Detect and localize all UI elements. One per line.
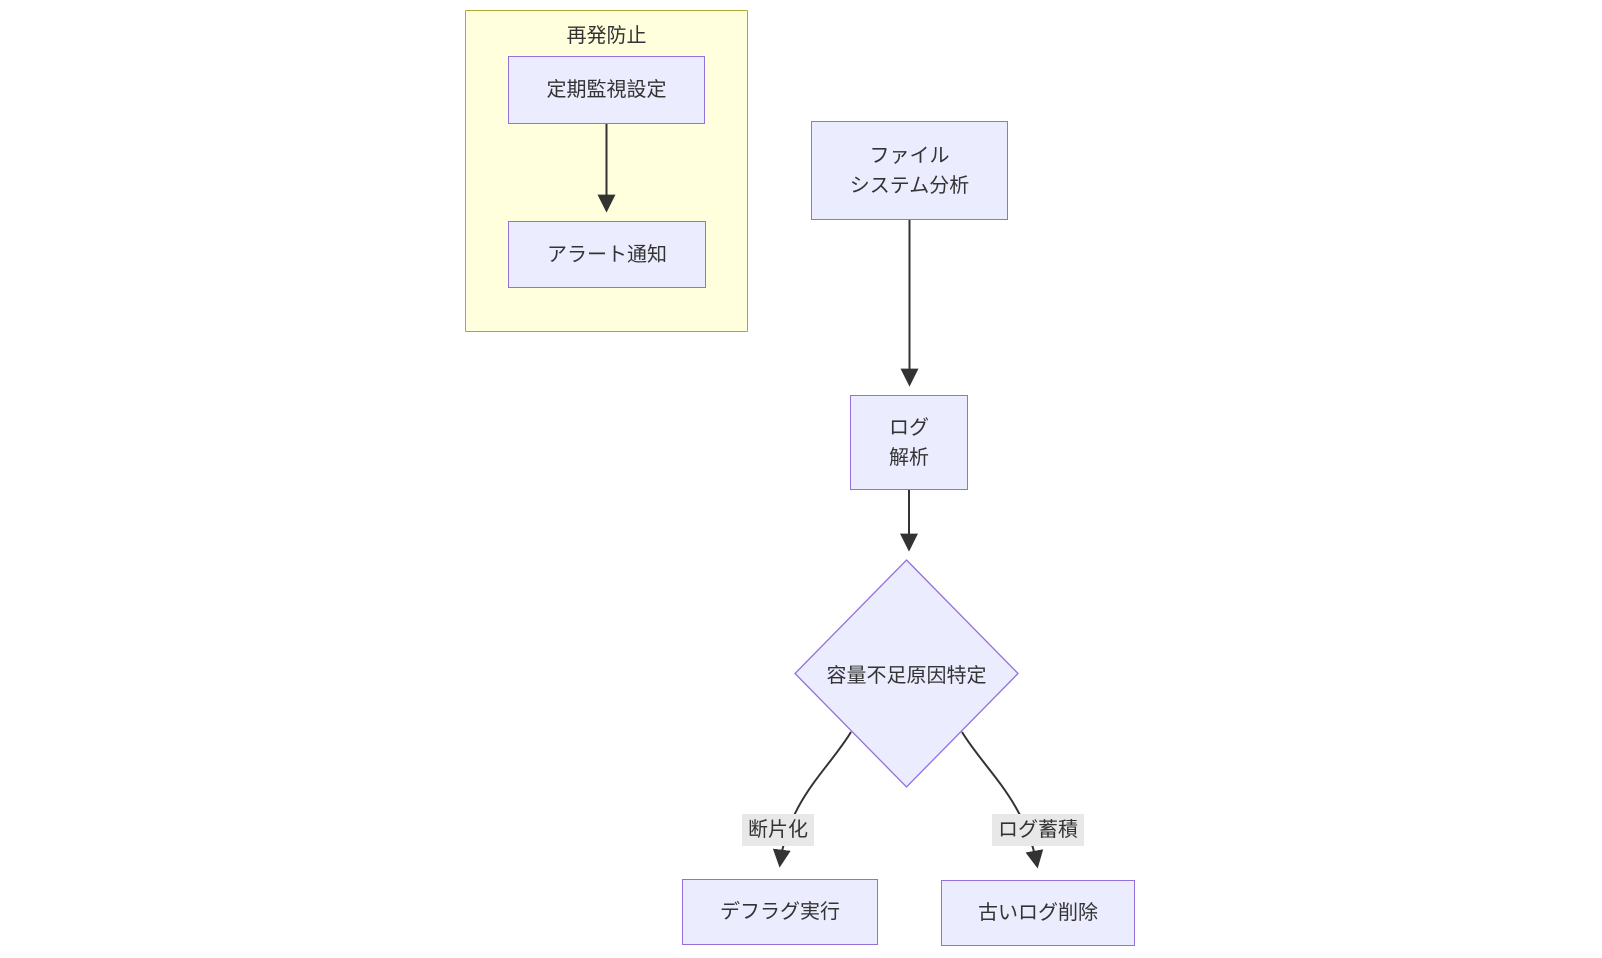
decision-diamond-shape [794,559,1019,788]
node-filesystem-analysis-label: ファイル システム分析 [849,144,970,197]
edge-label-fragmentation: 断片化 [742,814,814,846]
node-alert-notification-label: アラート通知 [547,243,667,266]
decision-capacity-cause-label: 容量不足原因特定 [826,664,987,687]
node-periodic-monitoring: 定期監視設定 [508,56,705,124]
node-delete-old-logs-label: 古いログ削除 [978,902,1098,924]
node-log-analysis-label: ログ 解析 [889,416,929,469]
node-delete-old-logs: 古いログ削除 [941,880,1135,946]
node-alert-notification: アラート通知 [508,221,706,288]
edge-label-log-accumulation: ログ蓄積 [992,814,1084,846]
node-log-analysis: ログ 解析 [850,395,968,490]
decision-capacity-cause: 容量不足原因特定 [795,653,1018,693]
cluster-title: 再発防止 [566,25,647,47]
node-periodic-monitoring-label: 定期監視設定 [546,79,667,101]
node-run-defrag: デフラグ実行 [682,879,878,945]
node-run-defrag-label: デフラグ実行 [720,901,840,923]
node-filesystem-analysis: ファイル システム分析 [811,121,1008,220]
